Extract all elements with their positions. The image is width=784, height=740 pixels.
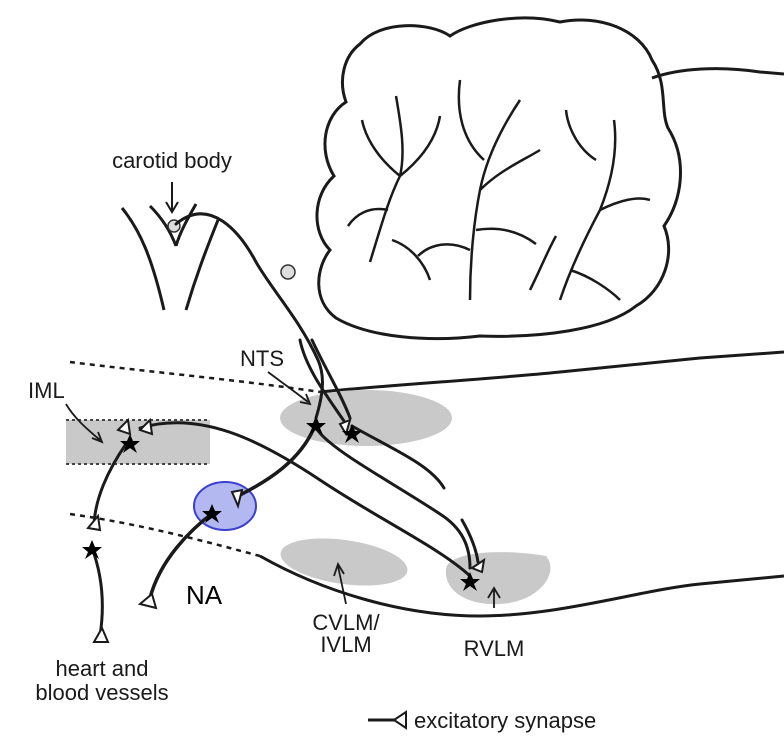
nts-region	[280, 390, 452, 446]
na-to-nts-bold	[238, 428, 314, 496]
regions	[66, 390, 550, 604]
nts-arrow	[268, 372, 310, 404]
carotid-right-wall	[186, 220, 218, 310]
cerebellum-arbor-right	[530, 110, 650, 300]
cerebellum-arbor-center	[418, 80, 540, 300]
label-iml: IML	[28, 378, 65, 403]
afferent-nerve	[176, 214, 322, 418]
label-nts: NTS	[240, 346, 284, 371]
synapse-na-bottom	[140, 594, 156, 608]
label-carotid-body: carotid body	[112, 148, 232, 173]
cerebellum-outline	[317, 18, 681, 339]
label-heart-2: blood vessels	[35, 680, 168, 705]
cvlm-region	[278, 531, 411, 592]
heart-pathway	[92, 548, 102, 636]
label-heart-1: heart and	[56, 656, 149, 681]
carotid-artery	[122, 182, 218, 310]
label-cvlm-2: IVLM	[320, 632, 371, 657]
carotid-arrow	[166, 182, 178, 212]
afferent-ganglion	[281, 265, 295, 279]
synapse-heart	[94, 628, 108, 642]
carotid-left-wall	[122, 208, 164, 310]
brainstem-dorsal-edge	[320, 352, 784, 392]
cerebellum	[317, 18, 681, 339]
label-na: NA	[186, 580, 223, 610]
label-rvlm: RVLM	[464, 636, 525, 661]
brainstem-top-edge	[652, 69, 784, 78]
star-heart	[82, 540, 102, 559]
cerebellum-arbor-left	[348, 96, 440, 280]
label-legend: excitatory synapse	[414, 708, 596, 733]
